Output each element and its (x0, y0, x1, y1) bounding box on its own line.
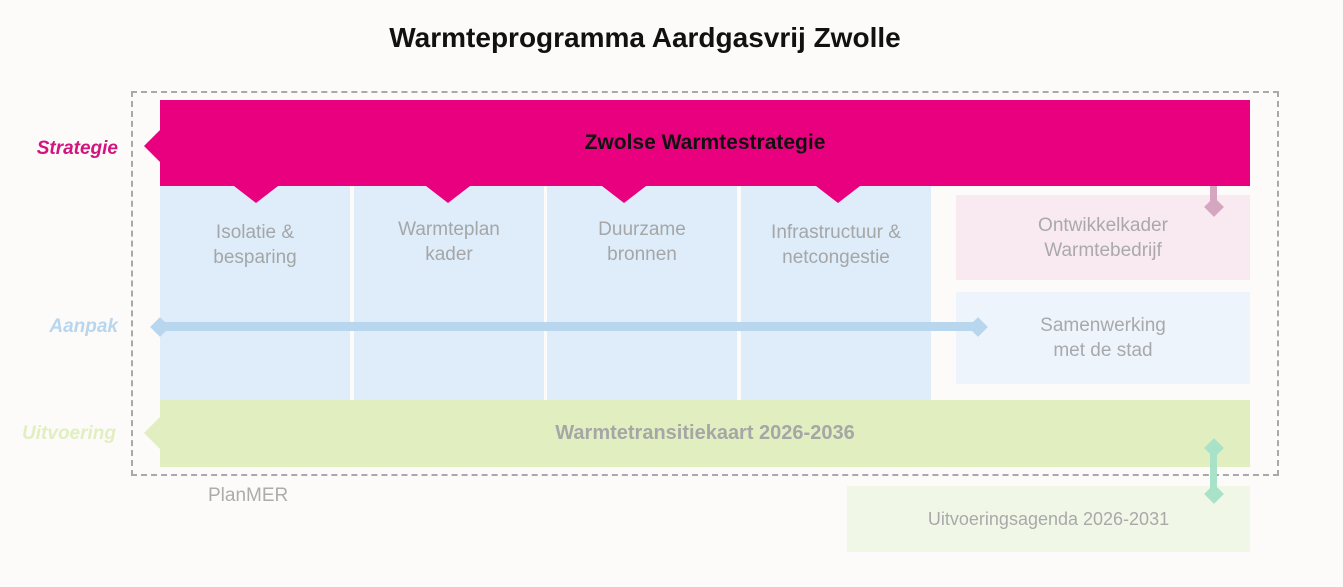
uitvoeringsagenda-box: Uitvoeringsagenda 2026-2031 (847, 486, 1250, 552)
column-title-line2: netcongestie (782, 247, 890, 268)
row-label-aanpak: Aanpak (49, 316, 118, 337)
box-line1: Samenwerking (1040, 315, 1166, 336)
down-arrow-icon (426, 186, 470, 203)
uitvoering-bar (160, 400, 1250, 467)
connector-line (1210, 446, 1217, 494)
planmer-label: PlanMER (208, 485, 289, 506)
column-title-line1: Warmteplan (398, 219, 500, 240)
box-line2: met de stad (1053, 340, 1153, 361)
planmer-boundary (131, 91, 1279, 476)
column-isolatie: Isolatie & besparing (160, 186, 350, 400)
column-title-line1: Infrastructuur & (771, 222, 901, 243)
column-duurzame-bronnen: Duurzame bronnen (547, 186, 737, 400)
agenda-label: Uitvoeringsagenda 2026-2031 (927, 508, 1170, 529)
down-arrow-icon (816, 186, 860, 203)
down-arrow-icon (602, 186, 646, 203)
strategy-label: Zwolse Warmtestrategie (584, 131, 826, 154)
row-label-strategie: Strategie (36, 138, 118, 159)
connector-line (1210, 186, 1217, 204)
row-label-uitvoering: Uitvoering (22, 423, 116, 444)
diagram-title: Warmteprogramma Aardgasvrij Zwolle (389, 22, 901, 53)
box-line2: Warmtebedrijf (1044, 239, 1162, 261)
uitvoering-label: Warmtetransitiekaart 2026-2036 (555, 422, 855, 444)
column-title-line1: Isolatie & (215, 222, 295, 243)
uitvoering-arrow-icon (144, 417, 160, 449)
aanpak-line (160, 322, 980, 331)
box-line1: Ontwikkelkader (1038, 214, 1168, 236)
down-arrow-icon (234, 186, 278, 203)
column-infrastructuur: Infrastructuur & netcongestie (741, 186, 931, 400)
column-title-line2: besparing (213, 247, 297, 268)
column-title-line2: kader (425, 244, 473, 265)
samenwerking-box: Samenwerking met de stad (956, 292, 1250, 384)
column-title-line1: Duurzame (598, 219, 686, 240)
strategy-arrow-icon (144, 130, 160, 162)
strategy-bar (160, 100, 1250, 186)
column-title-line2: bronnen (607, 244, 677, 265)
column-warmteplan: Warmteplan kader (354, 186, 544, 400)
